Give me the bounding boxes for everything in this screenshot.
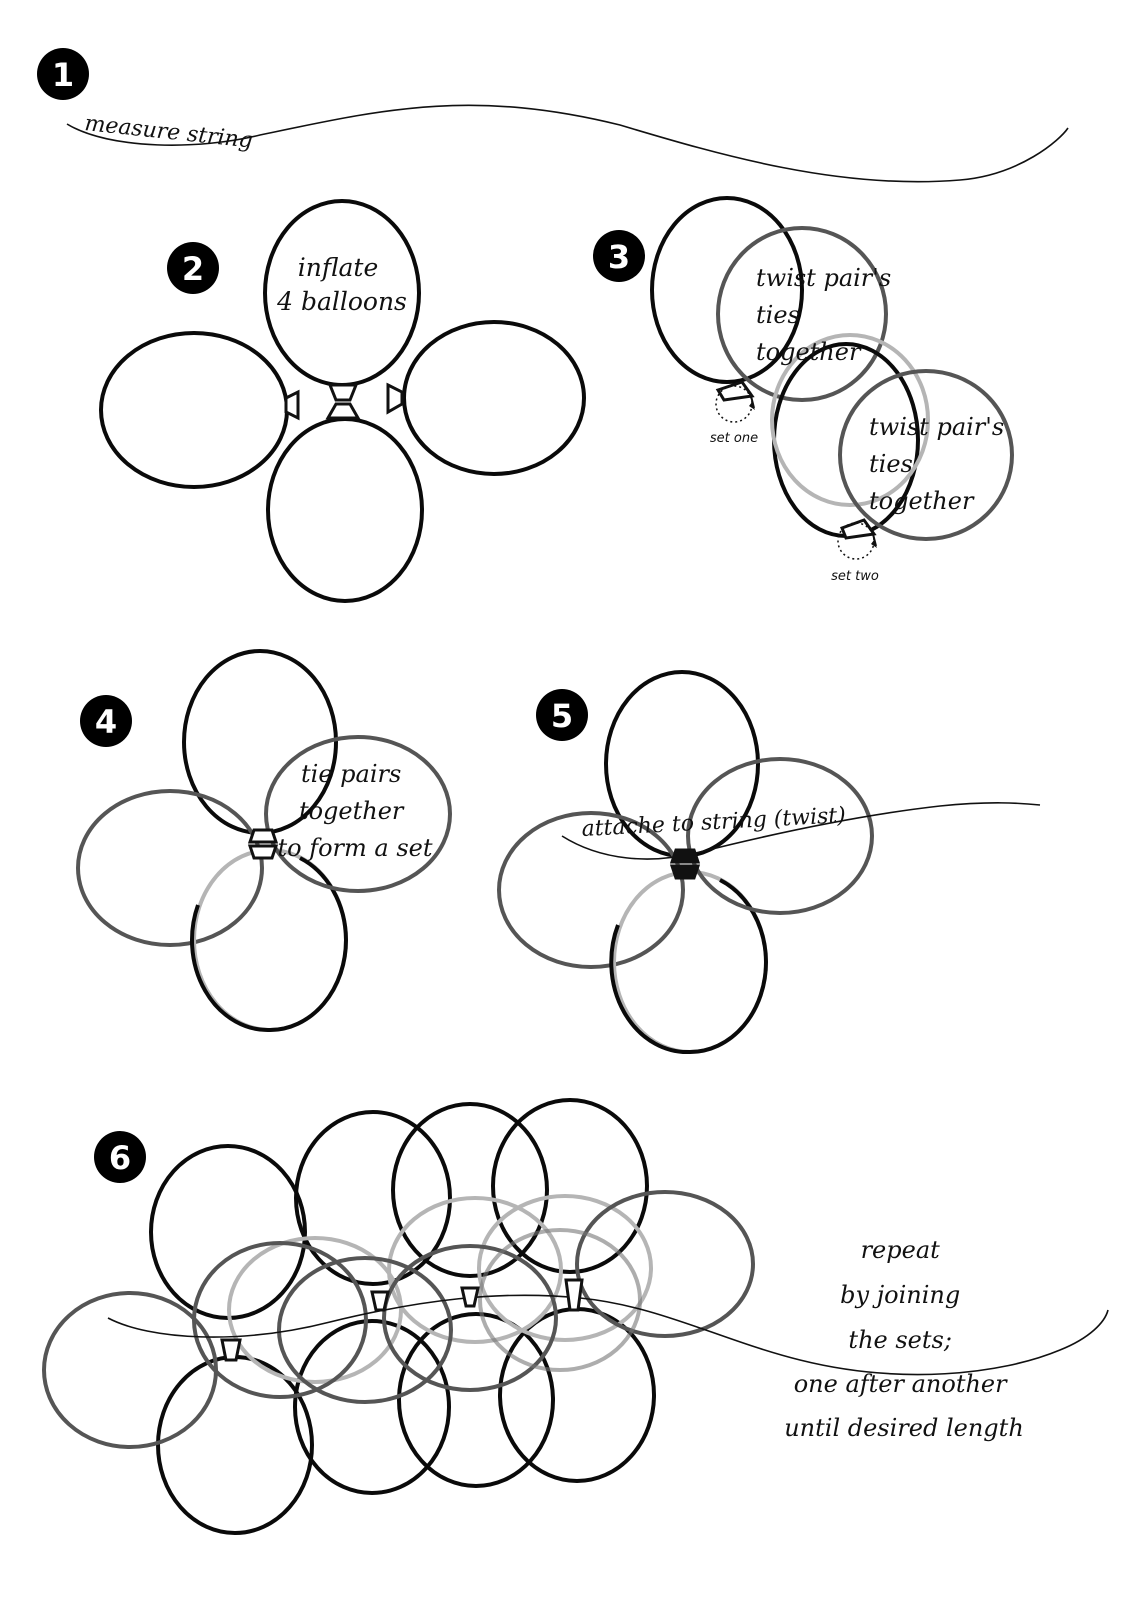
step-4: 4 tie pairs together to form a set [76, 649, 452, 1033]
set-two-label: twist pair's ties together [869, 413, 1012, 515]
step-5-badge: 5 [536, 689, 588, 741]
tie-bottom [325, 402, 361, 420]
garland-light-2 [387, 1196, 563, 1344]
set-two-twist-knot [837, 518, 877, 560]
tie-right [386, 382, 404, 415]
repeat-label: repeat by joining the sets; one after an… [784, 1236, 1024, 1442]
set-two-balloon-middle [770, 333, 930, 507]
set-one-balloon-front [716, 226, 888, 402]
string-step-6 [107, 1294, 1109, 1376]
step-6: 6 repeat by joining the set [42, 1098, 1109, 1535]
attach-string-label: attache to string (twist) [581, 803, 846, 842]
garland-top-4 [491, 1098, 649, 1274]
attached-balloon-right [686, 757, 874, 915]
step-5: 5 attache to string (twist) [497, 670, 1041, 1055]
step-6-number: 6 [109, 1139, 131, 1177]
set-two-balloon-front [838, 369, 1014, 541]
inflate-line-1: inflate [298, 253, 379, 282]
attached-balloon-left [497, 811, 685, 969]
balloon-right [402, 320, 586, 476]
step-2: 2 inflate 4 balloons [99, 199, 586, 603]
step-3: 3 twist pair's ties together twist pair' [593, 196, 1014, 584]
set-two-line-2: ties [869, 450, 913, 478]
step-1-badge: 1 [37, 48, 89, 100]
step-3-number: 3 [608, 238, 630, 276]
attached-balloon-bottom [609, 878, 769, 1055]
set-one-label: twist pair's ties together [756, 264, 899, 366]
step-6-badge: 6 [94, 1131, 146, 1183]
garland-front-6 [478, 1228, 642, 1372]
garland-knot-1 [220, 1338, 242, 1362]
garland-knot-4 [564, 1278, 584, 1312]
inflate-label: inflate 4 balloons [276, 253, 407, 316]
garland-top-1 [149, 1144, 307, 1320]
balloon-left [99, 331, 289, 489]
set-balloon-bottom [190, 856, 349, 1033]
attached-center-knot [669, 848, 701, 880]
step-4-badge: 4 [80, 695, 132, 747]
string-step-1 [66, 104, 1069, 183]
tie-pairs-label: tie pairs together to form a set [277, 760, 432, 862]
step-1: 1 measure string [37, 48, 1069, 183]
set-two-caption: set two [831, 569, 879, 584]
inflate-line-2: 4 balloons [276, 287, 407, 316]
set-two-line-3: together [869, 487, 975, 515]
repeat-line-4: one after another [794, 1370, 1008, 1398]
garland-light-3 [477, 1194, 653, 1342]
step-3-badge: 3 [593, 230, 645, 282]
garland-front-4 [382, 1244, 558, 1392]
string-step-5 [561, 802, 1041, 860]
set-one-twist-knot [715, 380, 755, 423]
repeat-line-2: by joining [840, 1281, 960, 1309]
garland-knot-2 [370, 1290, 390, 1312]
measure-string-label: measure string [83, 111, 254, 154]
step-1-number: 1 [52, 56, 74, 94]
set-center-knot [247, 828, 279, 860]
step-5-number: 5 [551, 697, 573, 735]
garland-front-3 [277, 1256, 453, 1404]
set-balloon-right [264, 735, 452, 893]
tie-top [327, 383, 359, 402]
garland-bottom-2 [293, 1319, 451, 1495]
tie-pairs-line-1: tie pairs [301, 760, 401, 788]
set-one-caption: set one [710, 431, 758, 446]
balloon-bottom [266, 417, 424, 603]
step-2-badge: 2 [167, 242, 219, 294]
garland-bottom-1 [156, 1355, 314, 1535]
tie-pairs-line-3: to form a set [277, 834, 432, 862]
step-2-number: 2 [182, 250, 204, 288]
repeat-line-5: until desired length [784, 1414, 1024, 1442]
garland-front-2 [192, 1241, 368, 1399]
garland-top-3 [391, 1102, 549, 1278]
set-one-balloon-back [650, 196, 804, 384]
set-one-line-1: twist pair's [756, 264, 891, 292]
garland-front-1 [42, 1291, 218, 1449]
repeat-line-1: repeat [861, 1236, 941, 1264]
set-two-line-1: twist pair's [869, 413, 1004, 441]
set-balloon-left [76, 789, 264, 947]
set-one-line-3: together [756, 338, 862, 366]
repeat-line-3: the sets; [848, 1326, 952, 1354]
tie-pairs-line-2: together [299, 797, 405, 825]
step-4-number: 4 [95, 703, 117, 741]
garland-front-5 [575, 1190, 755, 1338]
tie-left [284, 389, 300, 421]
garland-knot-3 [460, 1286, 480, 1308]
garland-top-2 [294, 1110, 452, 1286]
set-one-line-2: ties [756, 301, 800, 329]
garland-bottom-3 [397, 1312, 555, 1488]
